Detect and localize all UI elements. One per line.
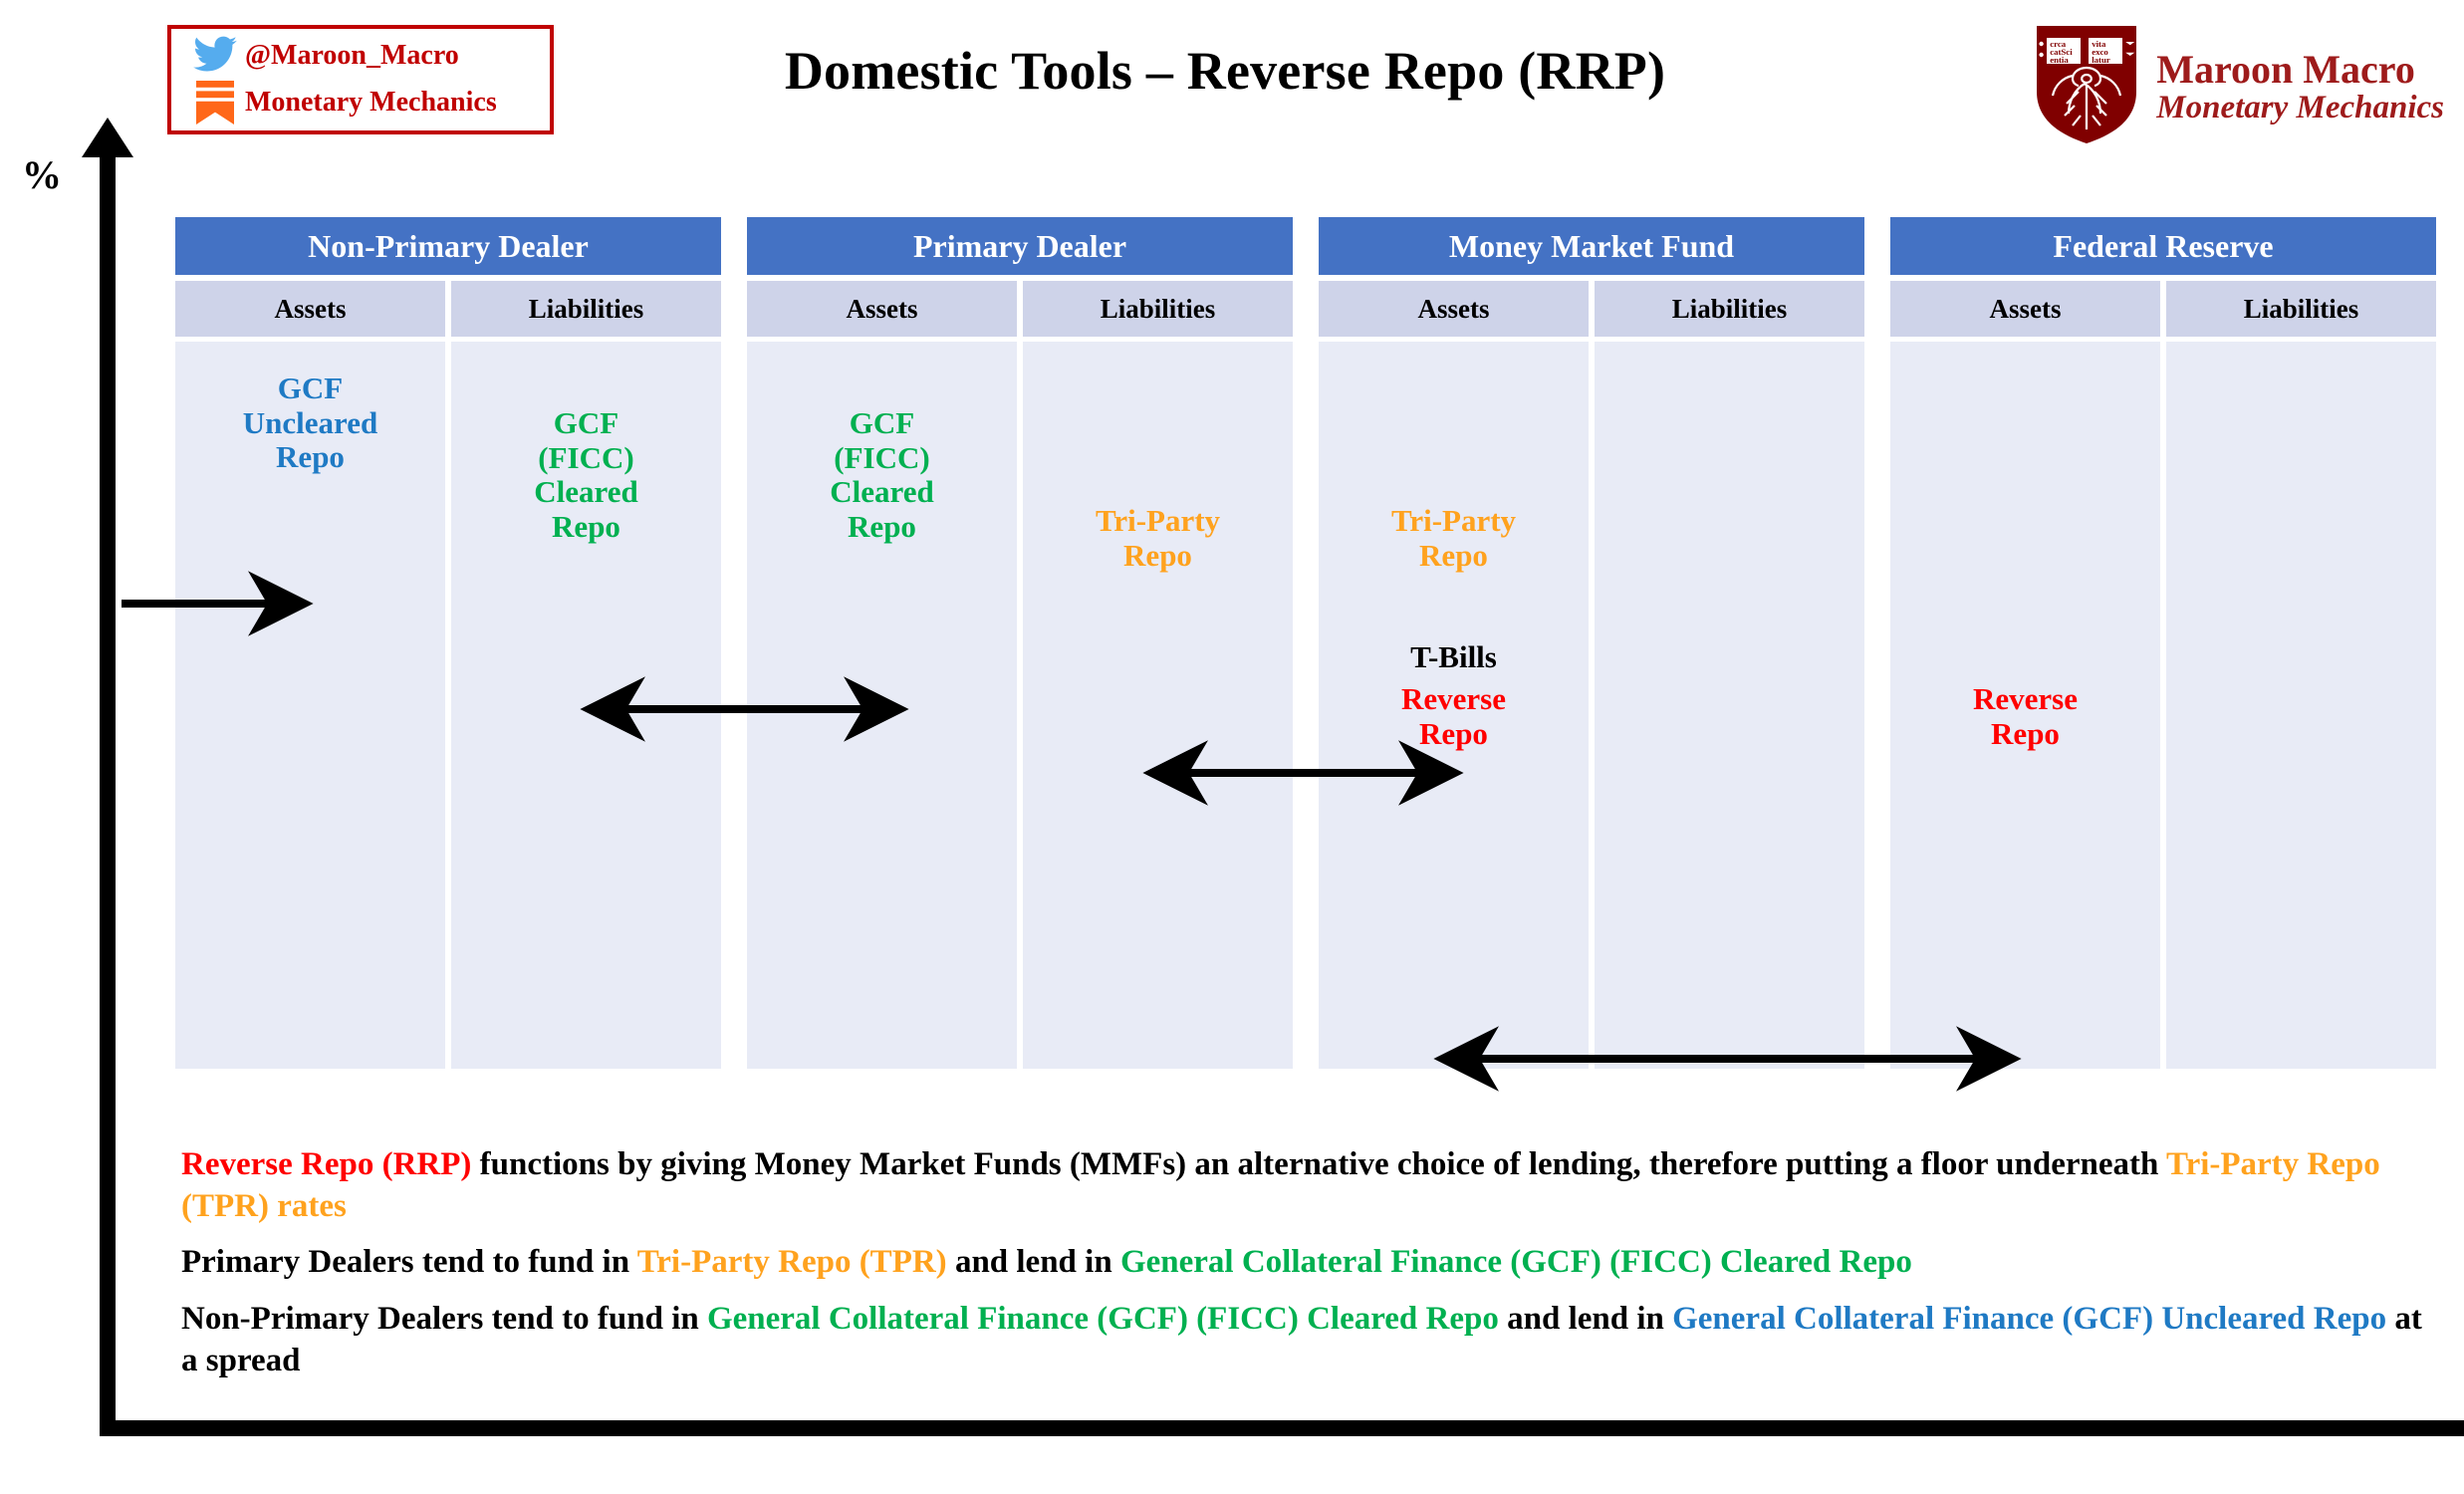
note-run: Reverse Repo (RRP) bbox=[181, 1146, 472, 1182]
note-run: Primary Dealers tend to fund in bbox=[181, 1244, 637, 1281]
note-rrp-floor: Reverse Repo (RRP) functions by giving M… bbox=[181, 1143, 2422, 1227]
balance-item: T-Bills bbox=[1410, 639, 1497, 674]
column-body-liabilities bbox=[2166, 342, 2436, 1069]
note-run: and lend in bbox=[1498, 1300, 1673, 1337]
svg-text:crca: crca bbox=[2050, 39, 2067, 49]
column-header-assets: Assets bbox=[747, 281, 1017, 337]
y-axis-line bbox=[100, 145, 116, 1436]
column-body-liabilities bbox=[1595, 342, 1864, 1069]
note-non-primary-dealers: Non-Primary Dealers tend to fund in Gene… bbox=[181, 1298, 2422, 1381]
svg-text:excο: excο bbox=[2092, 47, 2108, 57]
brand-name: Maroon Macro bbox=[2156, 47, 2415, 93]
balance-item: Reverse Repo bbox=[1973, 681, 2078, 751]
note-run: Tri-Party Repo (TPR) rates bbox=[181, 1146, 2380, 1225]
svg-text:entia: entia bbox=[2050, 55, 2069, 65]
balance-item: Tri-Party Repo bbox=[1095, 503, 1221, 573]
svg-text:catSci: catSci bbox=[2050, 47, 2073, 57]
balance-item: Tri-Party Repo bbox=[1390, 503, 1517, 573]
notes-block: Reverse Repo (RRP) functions by giving M… bbox=[181, 1143, 2422, 1395]
y-axis-label: % bbox=[22, 152, 62, 197]
column-header-assets: Assets bbox=[1319, 281, 1589, 337]
balance-item: GCF (FICC) Cleared Repo bbox=[534, 405, 638, 545]
note-run: General Collateral Finance (GCF) Unclear… bbox=[1672, 1300, 2387, 1337]
column-body-liabilities: Tri-Party Repo bbox=[1023, 342, 1293, 1069]
note-run: functions by giving Money Market Funds (… bbox=[471, 1146, 2167, 1182]
column-header-liabilities: Liabilities bbox=[1595, 281, 1864, 337]
balance-item: Reverse Repo bbox=[1401, 681, 1506, 751]
column-header-liabilities: Liabilities bbox=[451, 281, 721, 337]
page-title: Domestic Tools – Reverse Repo (RRP) bbox=[784, 41, 1666, 101]
social-badge: @Maroon_Macro Monetary Mechanics bbox=[167, 25, 554, 134]
column-body-assets: Reverse Repo bbox=[1890, 342, 2160, 1069]
column-header-liabilities: Liabilities bbox=[1023, 281, 1293, 337]
x-axis-line bbox=[100, 1420, 2464, 1436]
note-run: and lend in bbox=[946, 1244, 1120, 1281]
column-body-assets: GCF Uncleared Repo bbox=[175, 342, 445, 1069]
entity-title: Money Market Fund bbox=[1319, 217, 1864, 275]
entity-title: Federal Reserve bbox=[1890, 217, 2436, 275]
column-body-liabilities: GCF (FICC) Cleared Repo bbox=[451, 342, 721, 1069]
note-primary-dealers: Primary Dealers tend to fund in Tri-Part… bbox=[181, 1241, 2422, 1283]
column-header-assets: Assets bbox=[1890, 281, 2160, 337]
note-run: General Collateral Finance (GCF) (FICC) … bbox=[1119, 1244, 1912, 1281]
note-run: General Collateral Finance (GCF) (FICC) … bbox=[706, 1300, 1499, 1337]
column-liabilities: Liabilities bbox=[1595, 281, 1864, 1069]
note-run: at a spread bbox=[181, 1300, 2422, 1378]
twitter-bird-icon bbox=[185, 36, 245, 76]
newsletter-label: Monetary Mechanics bbox=[245, 87, 497, 118]
column-body-assets: GCF (FICC) Cleared Repo bbox=[747, 342, 1017, 1069]
column-header-assets: Assets bbox=[175, 281, 445, 337]
svg-text:latur: latur bbox=[2092, 55, 2110, 65]
note-run: Non-Primary Dealers tend to fund in bbox=[181, 1300, 707, 1337]
balance-item: GCF Uncleared Repo bbox=[242, 371, 378, 475]
substack-bookmark-icon bbox=[185, 79, 245, 126]
twitter-handle-label: @Maroon_Macro bbox=[245, 40, 459, 71]
newsletter-row[interactable]: Monetary Mechanics bbox=[185, 79, 550, 126]
note-run: Tri-Party Repo (TPR) bbox=[636, 1244, 947, 1281]
entity-title: Primary Dealer bbox=[747, 217, 1293, 275]
column-header-liabilities: Liabilities bbox=[2166, 281, 2436, 337]
balance-item: GCF (FICC) Cleared Repo bbox=[830, 405, 934, 545]
entity-title: Non-Primary Dealer bbox=[175, 217, 721, 275]
twitter-handle-row[interactable]: @Maroon_Macro bbox=[185, 33, 550, 79]
svg-text:vita: vita bbox=[2092, 39, 2106, 49]
brand-tagline: Monetary Mechanics bbox=[2156, 90, 2444, 126]
column-liabilities: Liabilities bbox=[2166, 281, 2436, 1069]
